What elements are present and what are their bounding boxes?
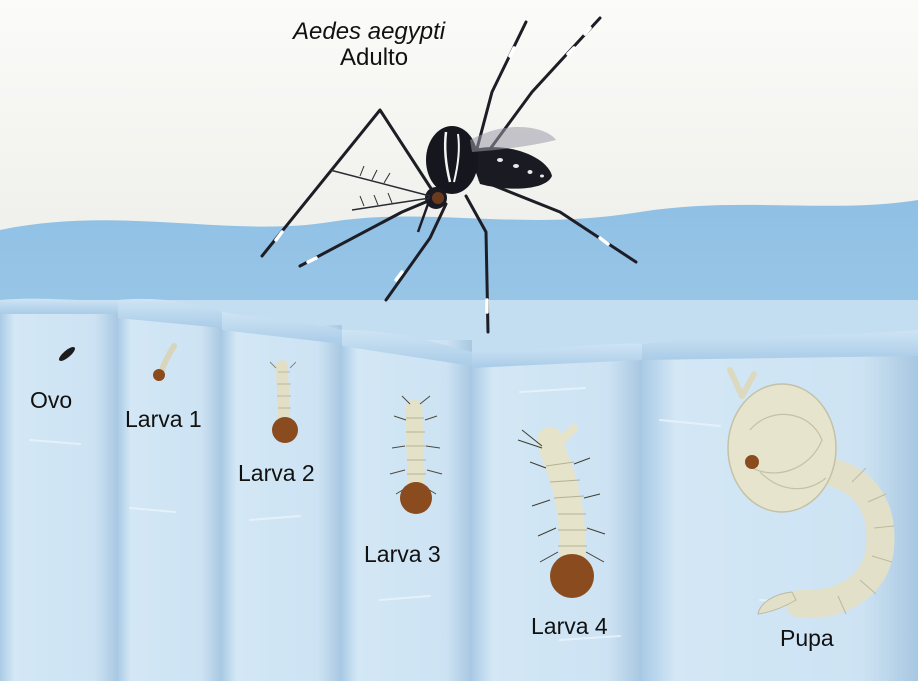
stage-label-ovo: Ovo	[30, 389, 72, 412]
stage-label-larva-2: Larva 2	[238, 462, 315, 485]
adult-stage-label: Adulto	[340, 46, 408, 70]
species-name: Aedes aegypti	[293, 20, 445, 44]
column-ovo	[0, 310, 118, 681]
stage-label-larva-4: Larva 4	[531, 615, 608, 638]
column-larva-1	[118, 312, 222, 681]
stage-label-larva-1: Larva 1	[125, 408, 202, 431]
stage-label-larva-3: Larva 3	[364, 543, 441, 566]
stage-label-pupa: Pupa	[780, 627, 834, 650]
